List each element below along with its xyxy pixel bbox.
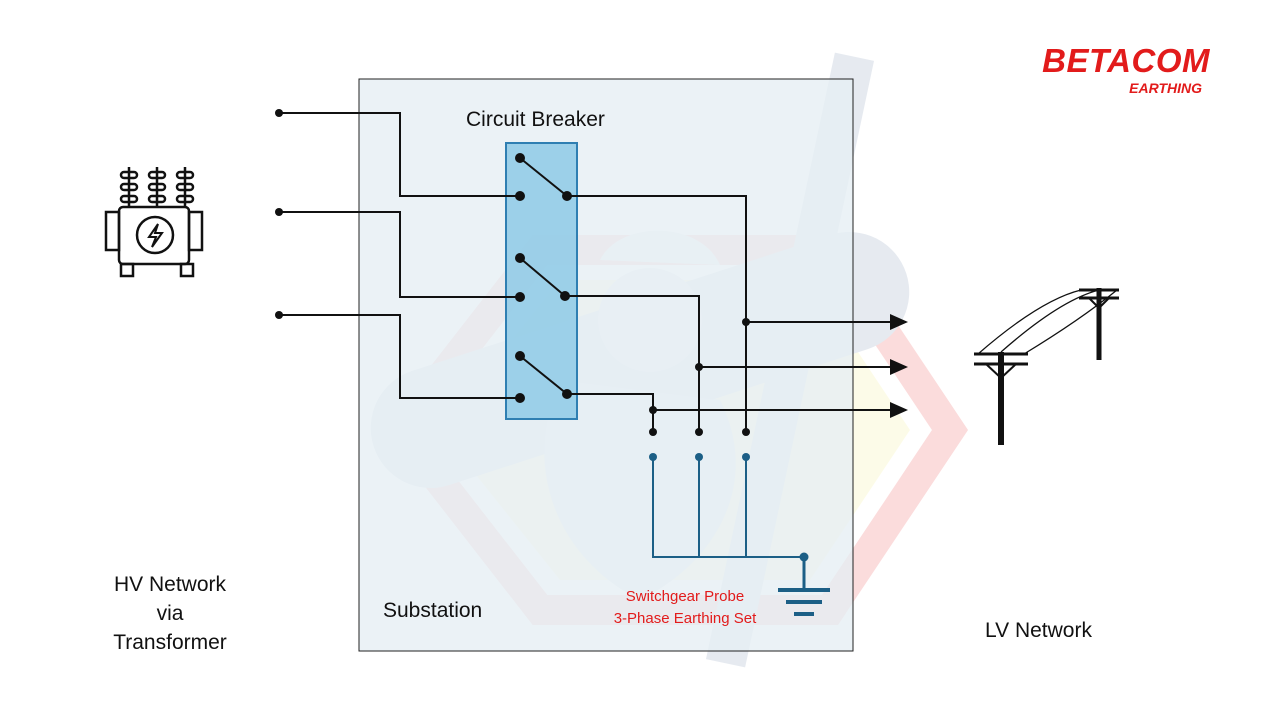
- hv-input-lines: [279, 112, 520, 399]
- breaker-switches: [515, 153, 572, 403]
- earthing-set: [652, 457, 804, 558]
- hv-terminal-dots: [275, 109, 283, 319]
- hv-network-line3: Transformer: [113, 631, 227, 654]
- probe-label-line1: Switchgear Probe: [625, 588, 745, 605]
- circuit-breaker-box: [505, 142, 578, 420]
- brand-tagline: EARTHING: [1129, 80, 1202, 96]
- hv-network-line1: HV Network: [113, 573, 227, 596]
- lv-network-label: LV Network: [985, 619, 1092, 642]
- substation-label: Substation: [383, 599, 483, 622]
- brand-logo: BETACOM: [1042, 42, 1210, 79]
- earth-ground-icon: [778, 557, 830, 616]
- substation-box: [358, 78, 854, 652]
- hv-network-line2: via: [156, 602, 184, 625]
- earthing-probe-dots: [649, 453, 809, 562]
- hv-network-label: HV Network via Transformer: [100, 570, 240, 657]
- lv-junction-dots: [649, 318, 750, 436]
- circuit-breaker-label: Circuit Breaker: [466, 108, 605, 131]
- utility-pole-icon: [974, 288, 1119, 445]
- transformer-icon: [104, 167, 204, 278]
- lv-output-lines: [565, 195, 908, 432]
- probe-label-line2: 3-Phase Earthing Set: [613, 610, 757, 627]
